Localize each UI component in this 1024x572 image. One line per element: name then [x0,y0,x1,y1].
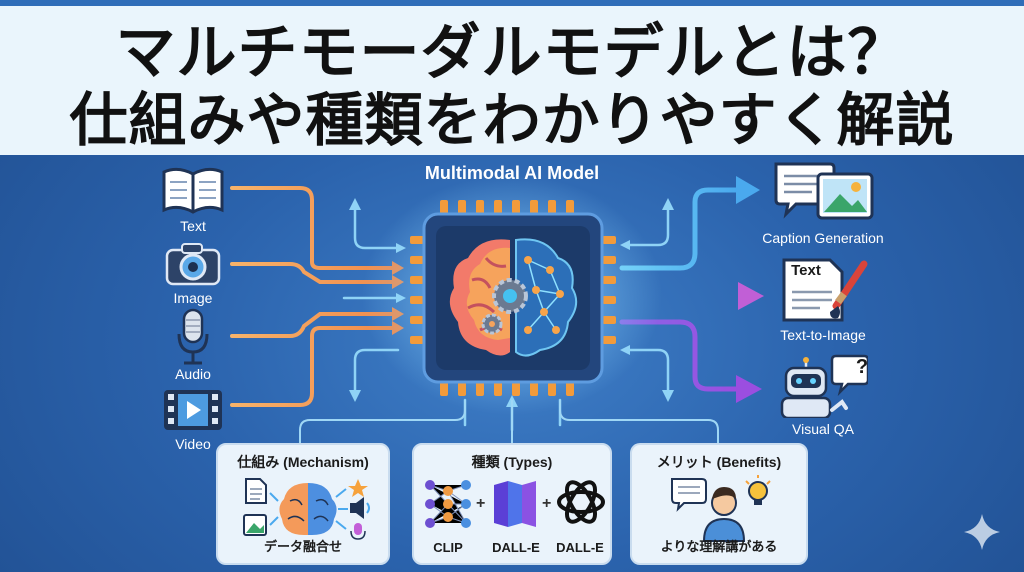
arrow-caption-out [619,187,739,271]
star-icon [348,479,368,497]
dalle-gradient-icon [494,481,536,527]
output-arrowheads [736,176,764,403]
microphone-icon [177,308,209,365]
output-label-t2i: Text-to-Image [780,327,866,343]
mic-icon [350,523,366,540]
input-arrows [230,186,394,407]
person-avatar [702,487,746,542]
type-label-clip: CLIP [433,540,463,555]
person-idea-illustration [671,475,771,542]
title-banner: マルチモーダルモデルとは？ 仕組みや種類をわかりやすく解説 [0,0,1024,155]
card-benefits: メリット (Benefits) よりな理解講がある [630,443,808,565]
card-benefits-footer: よりな理解講がある [660,539,778,554]
card-types: 種類 (Types) + + CLIP DALL-E DALL-E [412,443,612,565]
openai-logo-icon [557,480,605,524]
card-benefits-title: メリット (Benefits) [656,454,782,470]
camera-icon [165,243,221,286]
card-mechanism-footer: データ融合せ [263,539,342,554]
neural-network-icon [425,480,471,528]
robot-question-icon [780,354,868,418]
card-mechanism: 仕組み (Mechanism) データ融合せ [216,443,390,565]
arrow-text-in [230,186,394,270]
title-line-1: マルチモーダルモデルとは？ [115,18,909,88]
speaker-icon [350,497,370,519]
title-line-2: 仕組みや種類をわかりやすく解説 [69,86,955,154]
video-icon [164,390,222,430]
arrow-audio-in [230,312,394,338]
book-icon [162,167,224,214]
type-label-dalle-2: DALL-E [556,540,604,555]
chat-bubble-icon [671,478,707,512]
arrow-vqa-out [619,319,739,392]
input-label-image: Image [173,290,213,306]
diagram-title: Multimodal AI Model [424,163,600,183]
picture-icon [243,514,267,536]
arrow-image-in [230,262,394,284]
input-label-text: Text [180,218,206,234]
t2i-icon-text: Text [791,262,821,279]
vqa-icon-text: ? [855,356,869,378]
caption-image-icon [774,162,874,220]
input-label-audio: Audio [175,366,211,382]
mechanism-illustration [243,478,370,540]
sparkle-icon [964,514,1000,550]
document-brush-icon [782,258,868,322]
output-label-caption: Caption Generation [762,230,884,246]
ai-chip-icon [410,200,616,396]
output-label-vqa: Visual QA [792,421,854,437]
type-label-dalle-1: DALL-E [492,540,540,555]
card-types-title: 種類 (Types) [471,454,553,470]
card-mechanism-title: 仕組み (Mechanism) [237,454,369,470]
input-label-video: Video [175,436,211,452]
lightbulb-icon [745,475,771,505]
document-icon [245,478,267,504]
plus-sign-2: + [542,495,552,512]
arrow-video-in [230,326,394,407]
plus-sign-1: + [476,495,486,512]
